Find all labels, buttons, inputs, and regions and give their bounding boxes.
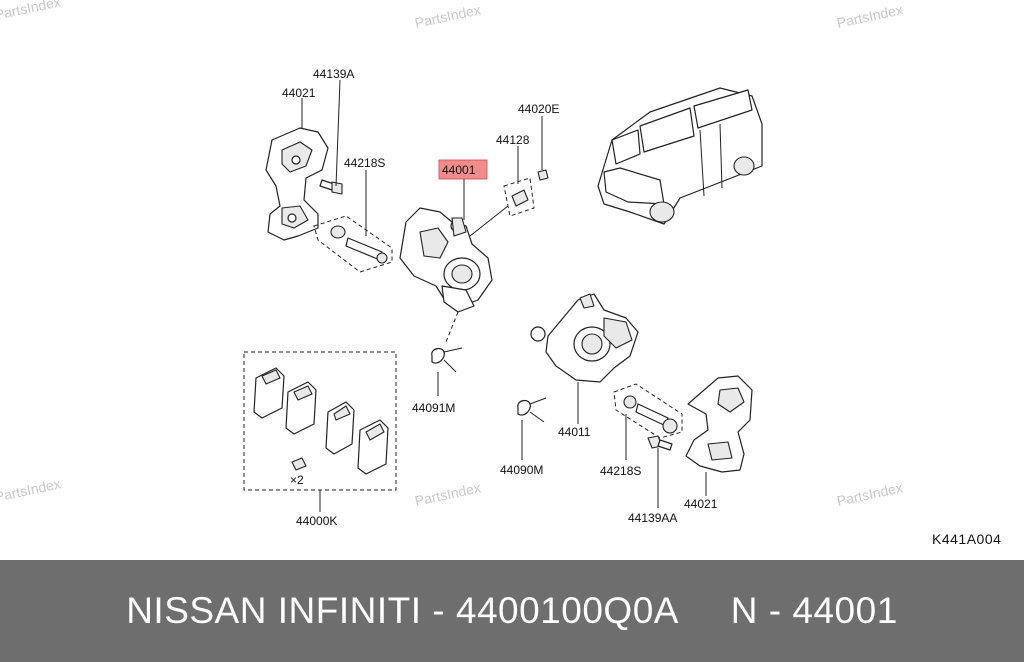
watermark: PartsIndex: [413, 1, 482, 31]
pad-pin: [291, 457, 307, 471]
callout-44000K[interactable]: 44000K: [296, 514, 337, 528]
footer-banner: NISSAN INFINITI - 4400100Q0A N - 44001: [0, 560, 1024, 662]
watermark: PartsIndex: [0, 0, 62, 23]
callout-44091M[interactable]: 44091M: [412, 401, 455, 415]
brake-caliper-44001: [399, 207, 493, 313]
qty-label: ×2: [290, 473, 304, 487]
diagram-code: K441A004: [932, 531, 1001, 547]
highlight-44001: [438, 159, 488, 180]
brake-pads: [253, 367, 389, 475]
callout-44021-bottom[interactable]: 44021: [684, 497, 718, 511]
callout-44001[interactable]: 44001: [442, 163, 476, 177]
spring-44091M: [431, 311, 463, 373]
watermark: PartsIndex: [413, 479, 482, 509]
bolt-44139A: [319, 179, 343, 195]
guide-pin-right: [613, 383, 683, 439]
caliper-bracket-left: [265, 127, 329, 241]
callout-44090M[interactable]: 44090M: [500, 463, 543, 477]
watermark: PartsIndex: [835, 479, 904, 509]
leader-lines: [301, 79, 707, 512]
bolt-44139AA: [647, 435, 673, 451]
guide-pin-left: [313, 215, 393, 273]
callout-44128[interactable]: 44128: [496, 133, 530, 147]
bleeder-cap: [537, 169, 549, 181]
watermark: PartsIndex: [835, 1, 904, 31]
vehicle-illustration: [597, 87, 763, 225]
caliper-bracket-right: [685, 375, 753, 473]
callout-44011[interactable]: 44011: [558, 425, 591, 439]
brake-caliper-44011: [530, 293, 639, 383]
callout-44021-top[interactable]: 44021: [282, 86, 316, 100]
brake-caliper-exploded-diagram: PartsIndex PartsIndex PartsIndex PartsIn…: [0, 0, 1001, 547]
callout-44139A[interactable]: 44139A: [313, 67, 354, 81]
part-title: NISSAN INFINITI - 4400100Q0A N - 44001: [126, 590, 898, 631]
callout-44139AA[interactable]: 44139AA: [628, 511, 677, 525]
callout-44218S-top[interactable]: 44218S: [344, 156, 385, 170]
spring-44090M: [517, 397, 547, 423]
callout-44218S-bottom[interactable]: 44218S: [600, 464, 641, 478]
watermark: PartsIndex: [0, 475, 62, 505]
callout-44020E[interactable]: 44020E: [518, 102, 559, 116]
bleeder-screw: [469, 177, 535, 237]
